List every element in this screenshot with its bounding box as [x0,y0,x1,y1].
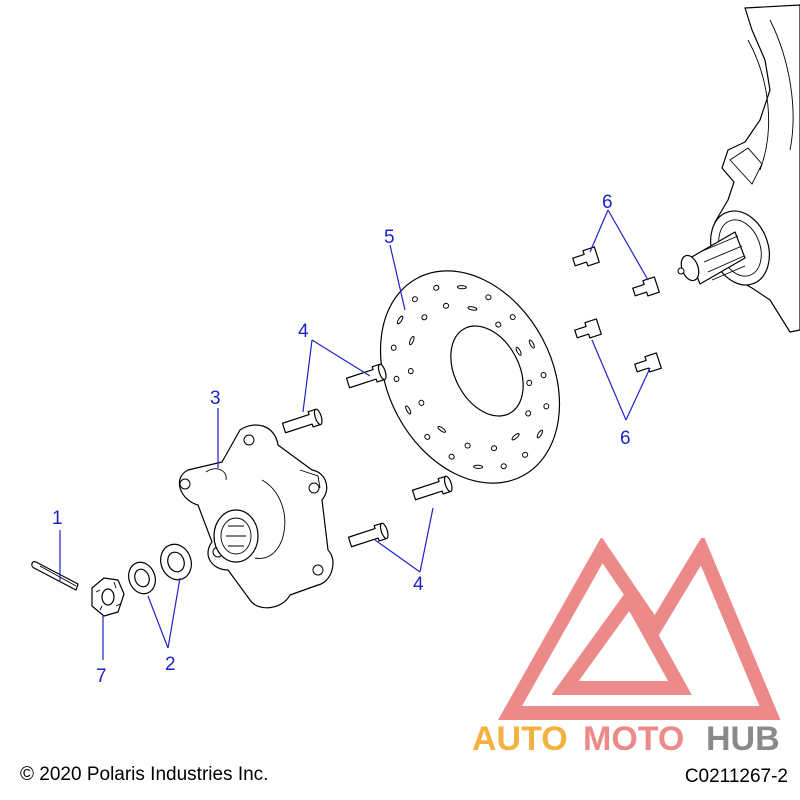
disc-drill-hole [515,346,522,356]
brake-disc [379,270,561,484]
disc-drill-hole [448,453,455,460]
wheel-studs [281,363,453,548]
disc-drill-hole [473,464,484,469]
callout-7: 7 [96,666,107,687]
disc-drill-hole [405,405,412,415]
disc-drill-hole [526,379,533,386]
callout-5: 5 [384,227,395,248]
cotter-pin [31,561,79,591]
diagram-code: C0211267-2 [684,766,788,787]
disc-drill-hole [396,315,404,325]
copyright-text: © 2020 Polaris Industries Inc. [20,764,269,785]
disc-drill-hole [509,314,516,321]
callout-3: 3 [210,388,221,409]
disc-drill-hole [495,321,502,328]
callout-4-top: 4 [298,321,309,342]
disc-drill-hole [485,294,492,301]
disc-drill-hole [500,463,507,470]
disc-bolts [572,246,662,373]
callout-1: 1 [52,508,63,529]
disc-drill-hole [393,375,400,382]
watermark-logo-mark [498,538,781,720]
callout-6-top: 6 [602,192,613,213]
washers [128,543,192,595]
disc-drill-hole [437,425,446,433]
wheel-hub [178,424,334,609]
castle-nut [91,577,125,617]
disc-drill-hole [456,285,467,290]
callout-2: 2 [165,654,176,675]
disc-drill-hole [540,372,547,379]
disc-drill-hole [464,442,471,449]
disc-drill-hole [433,284,440,291]
disc-drill-hole [418,399,425,406]
disc-drill-hole [490,445,498,452]
disc-drill-hole [528,339,535,349]
disc-drill-hole [390,344,397,351]
watermark-auto: AUTO [472,720,568,758]
leader-lines [59,209,651,660]
disc-drill-hole [525,410,532,417]
axle-housing [677,4,800,333]
disc-drill-hole [407,368,414,375]
disc-drill-hole [511,433,520,441]
disc-drill-hole [543,403,550,410]
disc-drill-hole [424,433,431,440]
disc-drill-hole [536,429,544,439]
disc-drill-hole [522,451,529,458]
disc-drill-hole [409,335,415,346]
callout-6-bottom: 6 [620,428,631,449]
automotohub-watermark: AUTO MOTO HUB [472,538,781,758]
disc-drill-hole [421,314,428,321]
watermark-hub: HUB [706,720,780,758]
watermark-moto: MOTO [583,720,684,758]
callout-4-bottom: 4 [413,574,424,595]
disc-drill-hole [442,302,450,309]
disc-drill-hole [467,306,478,311]
disc-drill-hole [411,296,418,303]
